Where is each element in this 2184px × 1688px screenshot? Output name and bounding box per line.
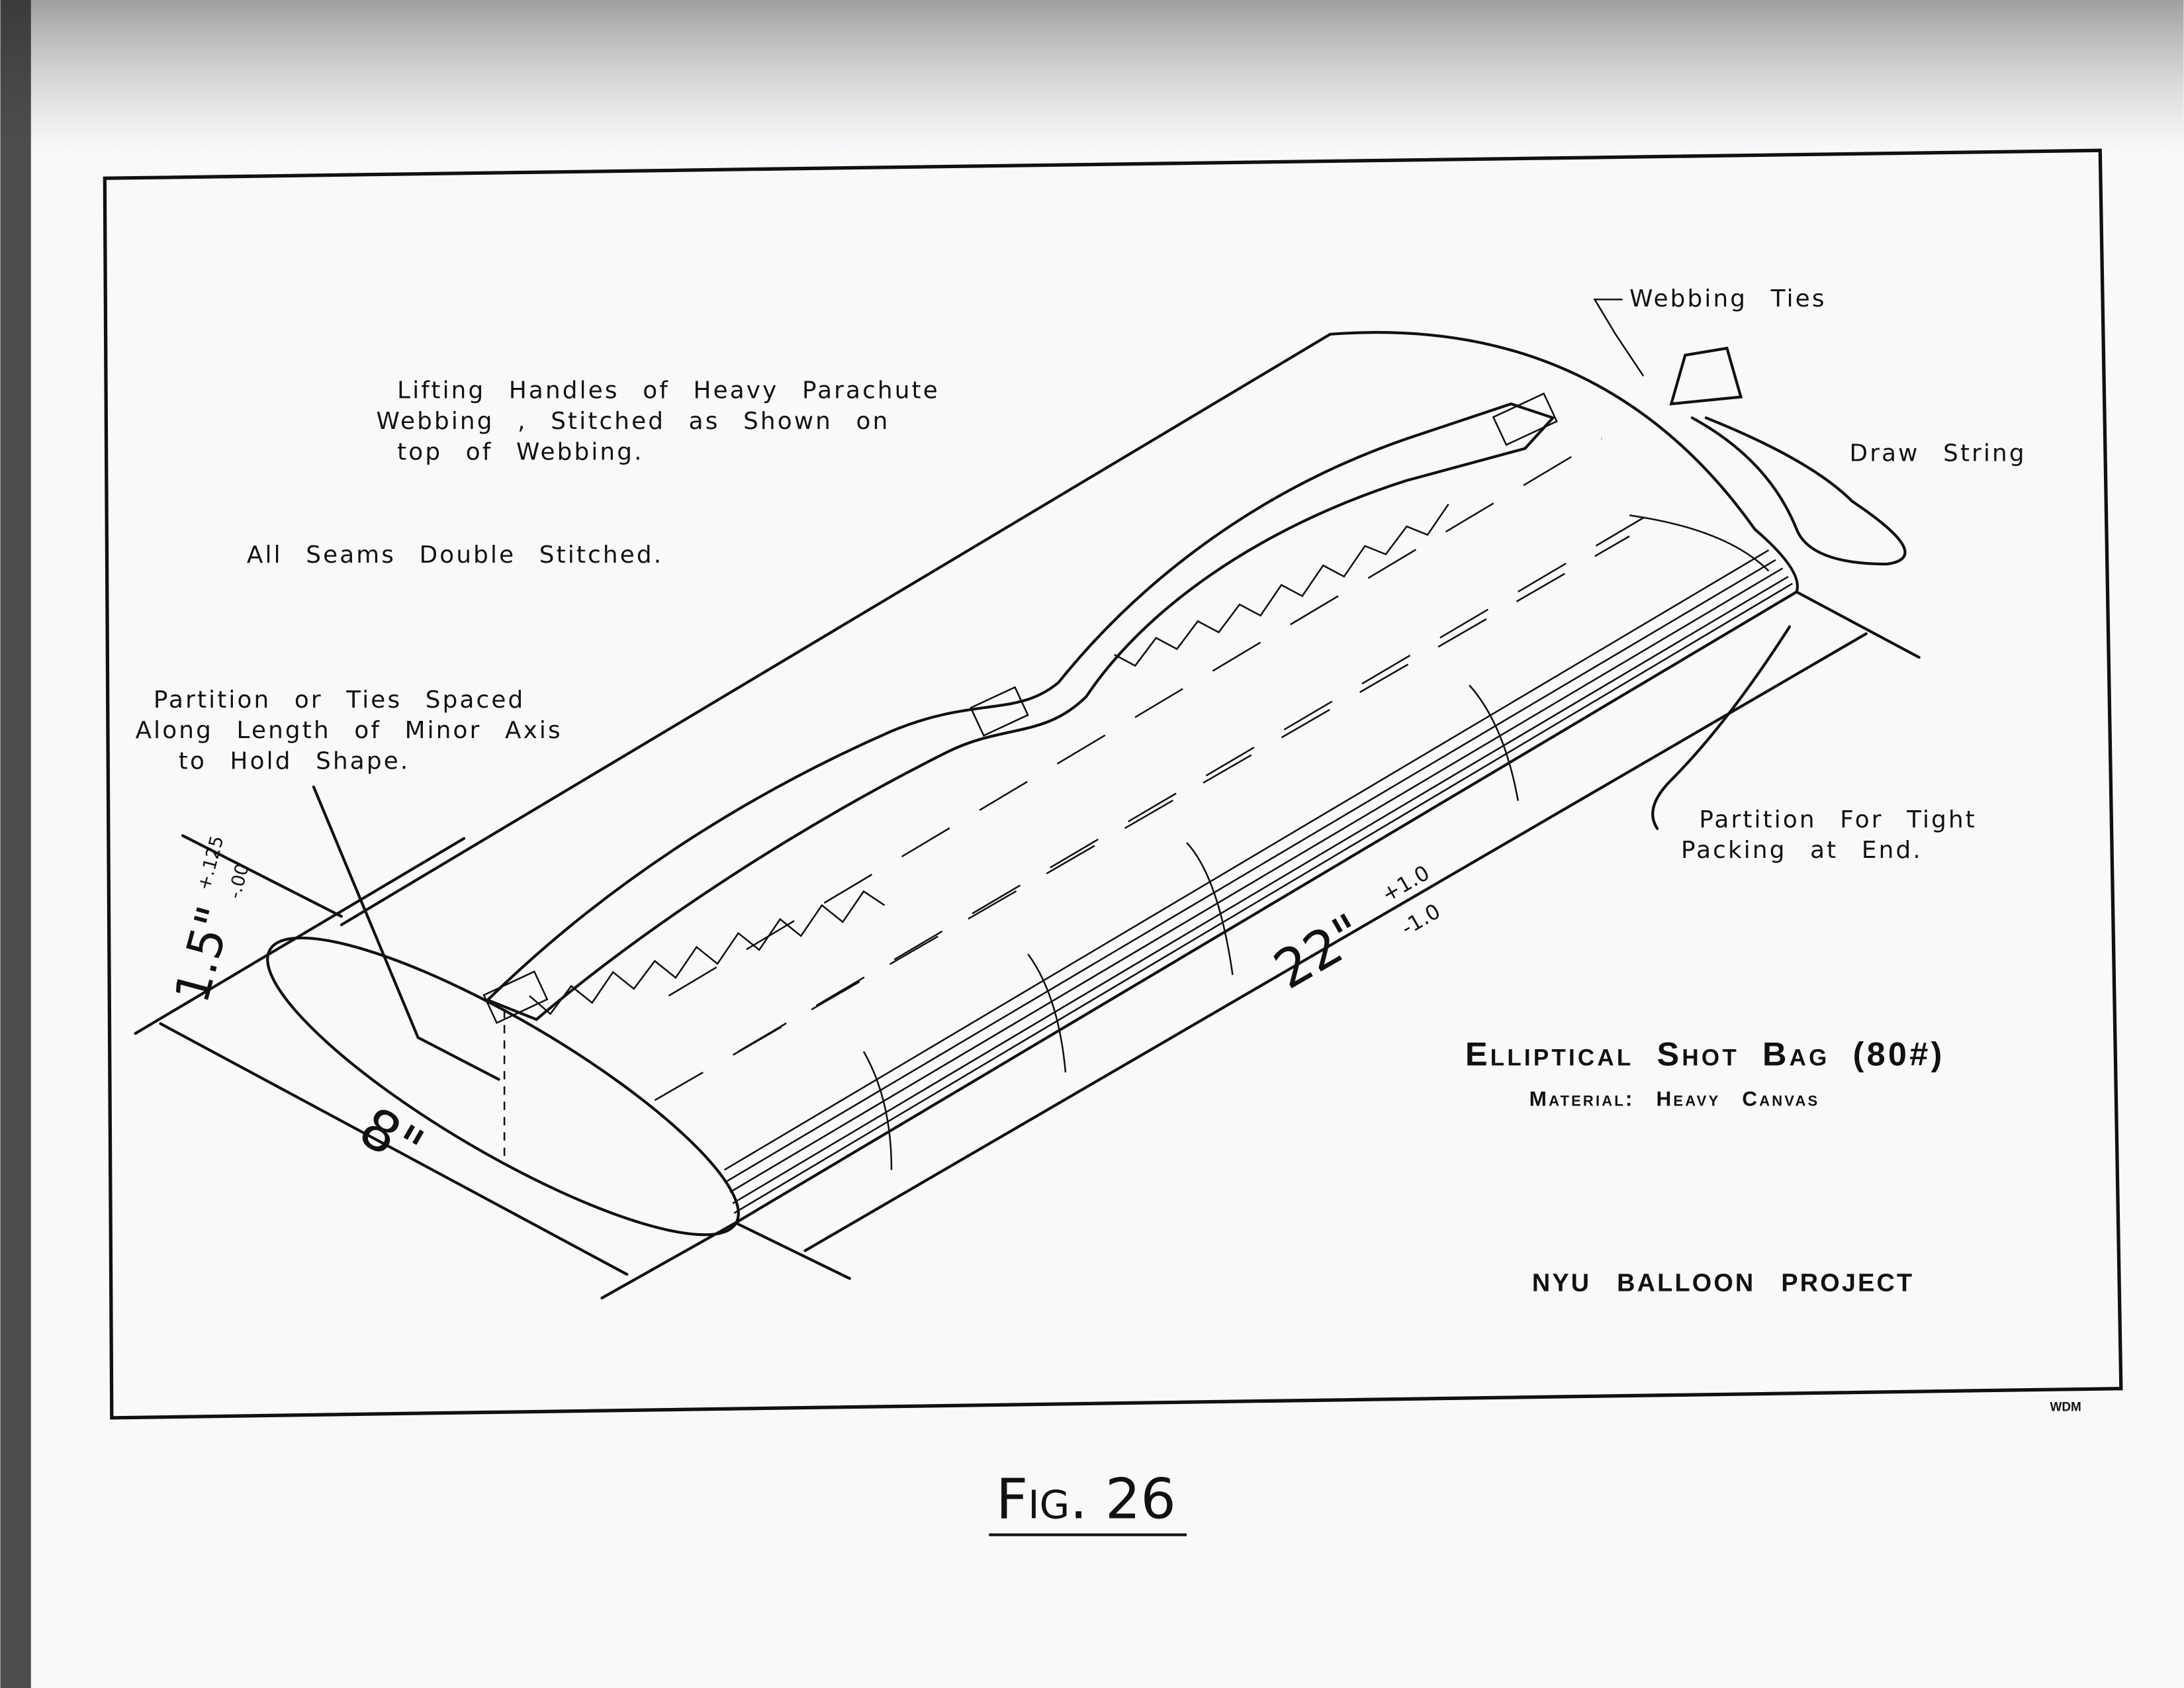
drafter-initials: WDM	[2050, 1400, 2081, 1414]
length-dimension: 22"	[1264, 902, 1374, 1002]
svg-text:to Hold Shape.: to Hold Shape.	[179, 747, 410, 774]
draw-string-icon	[1690, 416, 1907, 566]
partition-leader	[312, 785, 500, 1081]
project-label: NYU BALLOON PROJECT	[1532, 1269, 1914, 1297]
drawing-title: Elliptical Shot Bag (80#)	[1465, 1035, 1945, 1073]
bag-top-edge	[340, 332, 1332, 927]
partition-seams	[862, 514, 1770, 1170]
drawing-border	[103, 148, 2123, 1420]
svg-text:Partition or Ties Spaced: Partition or Ties Spaced	[154, 686, 525, 714]
end-partition-leader	[1651, 625, 1792, 830]
note-handles: Lifting Handles of Heavy Parachute Webbi…	[377, 377, 940, 466]
svg-text:Webbing , Stitched as Shown on: Webbing , Stitched as Shown on	[377, 408, 890, 435]
handle-box-stitch	[482, 970, 549, 1024]
webbing-ties-icon	[1669, 346, 1743, 406]
svg-text:Packing at End.: Packing at End.	[1681, 837, 1923, 864]
minor-axis-lines	[654, 438, 1672, 1102]
svg-text:Lifting Handles of Heavy Parac: Lifting Handles of Heavy Parachute	[397, 377, 940, 404]
bag-side-lines	[723, 549, 1793, 1214]
shot-bag	[266, 299, 1907, 1237]
lifting-handle	[485, 402, 1556, 1021]
handle-stitching	[1114, 503, 1449, 667]
dimension-height: 1.5" +.125 -.00	[164, 833, 253, 1008]
note-end-partition: Partition For Tight Packing at End.	[1681, 806, 1977, 864]
scan-shadow	[0, 0, 2184, 154]
height-tol-minus: -.00	[224, 861, 253, 901]
bag-end-ellipse	[266, 936, 740, 1237]
bag-far-end	[1328, 331, 1799, 594]
svg-text:top of Webbing.: top of Webbing.	[397, 438, 643, 465]
handle-box-stitch	[970, 686, 1029, 737]
material-label: Material: Heavy Canvas	[1529, 1087, 1820, 1111]
webbing-ties-leader	[1593, 299, 1645, 377]
figure-caption: Fig. 26	[996, 1466, 1176, 1531]
handle-stitching	[529, 890, 886, 1015]
svg-text:Along Length of Minor Axis: Along Length of Minor Axis	[136, 717, 563, 744]
dimension-lines	[134, 590, 1921, 1299]
svg-text:Partition For Tight: Partition For Tight	[1699, 806, 1977, 833]
note-webbing-ties: Webbing Ties	[1629, 285, 1826, 312]
width-dimension: 8"	[349, 1094, 434, 1181]
note-partition: Partition or Ties Spaced Along Length of…	[136, 686, 563, 775]
bag-bottom-edge	[734, 590, 1798, 1225]
length-tol-minus: -1.0	[1397, 900, 1444, 941]
note-draw-string: Draw String	[1850, 440, 2026, 467]
note-seams: All Seams Double Stitched.	[247, 541, 663, 569]
height-dimension: 1.5"	[164, 900, 242, 1008]
handle-box-stitch	[1492, 392, 1558, 446]
scan-edge	[0, 0, 31, 1688]
